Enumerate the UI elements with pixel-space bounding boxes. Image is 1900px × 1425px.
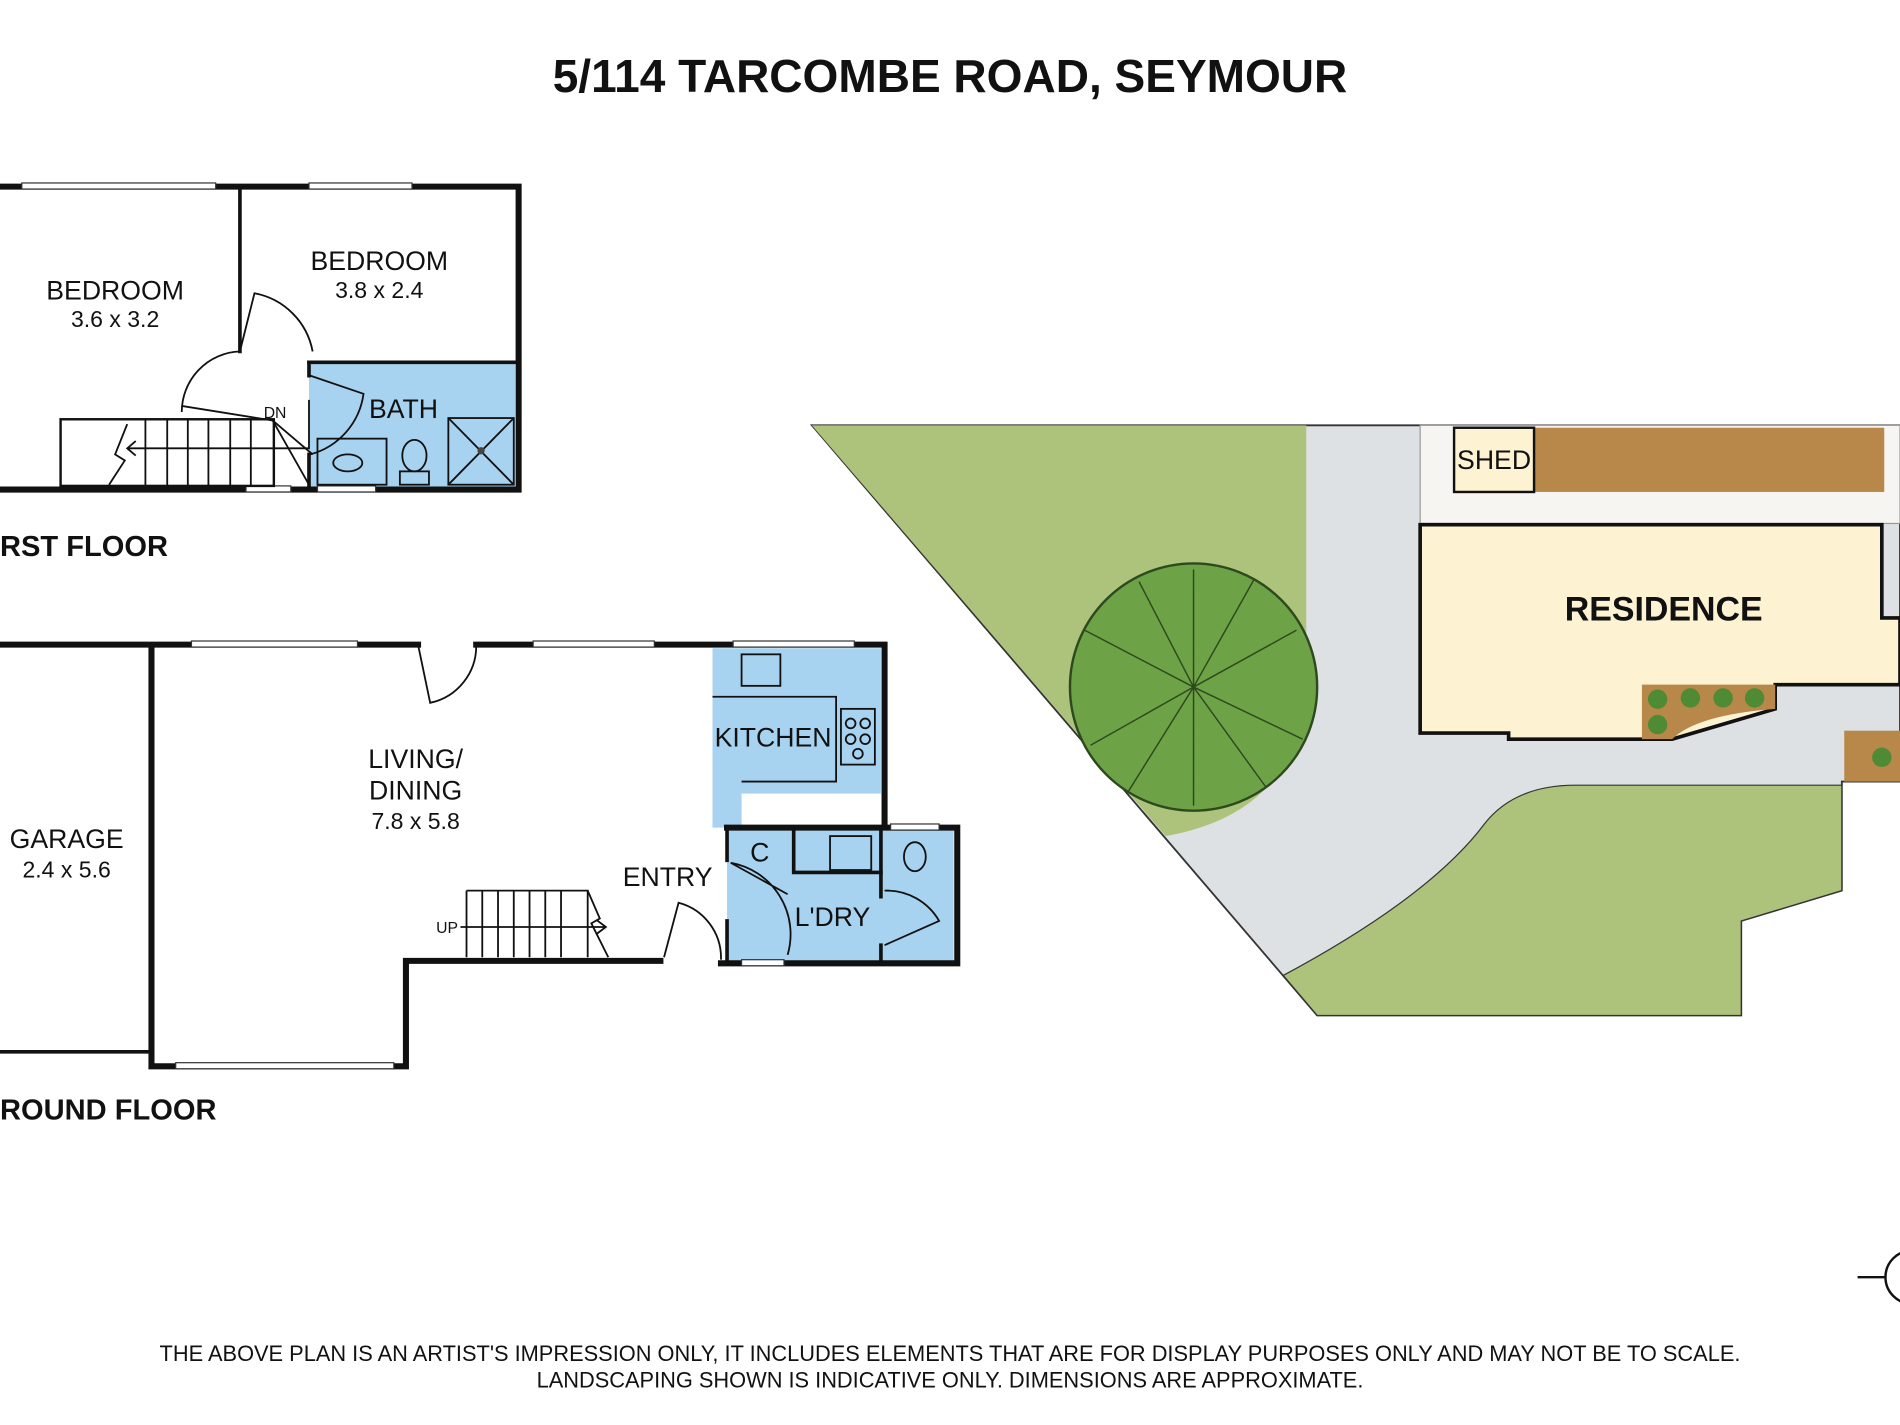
toilet-icon (903, 841, 927, 873)
sink-icon (740, 653, 782, 687)
stair-down-label: DN (264, 405, 287, 422)
room-name: BATH (369, 394, 438, 424)
floor-label: RST FLOOR (0, 531, 168, 563)
north-arrow-icon (1857, 1252, 1900, 1303)
staircase (59, 399, 314, 488)
room-name-line1: LIVING/ (368, 744, 463, 774)
ground-floor-plan: UP GARAGE 2.4 x 5.6 LIVING/ DINING 7.8 x… (0, 640, 961, 1127)
residence-label: RESIDENCE (1565, 590, 1763, 628)
kitchen-area (712, 648, 881, 828)
room-dimensions: 3.8 x 2.4 (335, 277, 423, 303)
room-dimensions: 7.8 x 5.8 (371, 808, 459, 834)
staircase (460, 889, 610, 958)
shrubs (1647, 688, 1892, 768)
page-title: 5/114 TARCOMBE ROAD, SEYMOUR (553, 50, 1348, 102)
floor-label: ROUND FLOOR (0, 1095, 216, 1127)
laundry-area (727, 827, 954, 961)
disclaimer-line-1: THE ABOVE PLAN IS AN ARTIST'S IMPRESSION… (160, 1341, 1741, 1366)
bath-area (308, 362, 515, 488)
room-name: KITCHEN (715, 722, 832, 752)
basin-icon (332, 453, 364, 473)
room-name: BEDROOM (310, 246, 448, 276)
disclaimer-line-2: LANDSCAPING SHOWN IS INDICATIVE ONLY. DI… (537, 1367, 1364, 1392)
tree-icon (1068, 562, 1319, 812)
cooktop-icon (840, 707, 876, 766)
first-floor-plan: DN BEDROOM 3.6 x 3.2 BEDROOM 3.8 x 2.4 B… (0, 182, 522, 563)
room-dimensions: 3.6 x 3.2 (71, 306, 159, 332)
room-name: L'DRY (795, 902, 871, 932)
room-name: ENTRY (623, 862, 713, 892)
room-dimensions: 2.4 x 5.6 (22, 856, 110, 882)
lawn-rear (1282, 784, 1843, 1017)
room-name: GARAGE (10, 824, 124, 854)
room-name-line2: DINING (369, 776, 462, 806)
site-plan: SHED RESIDENCE (809, 424, 1900, 1017)
laundry-tub-icon (829, 835, 873, 871)
garden-bed (1534, 427, 1885, 492)
shower-icon (447, 417, 515, 486)
room-name: C (750, 838, 769, 868)
shed (1452, 426, 1536, 494)
room-name: BEDROOM (46, 275, 184, 305)
stair-up-label: UP (436, 920, 458, 937)
shed-label: SHED (1457, 445, 1531, 475)
